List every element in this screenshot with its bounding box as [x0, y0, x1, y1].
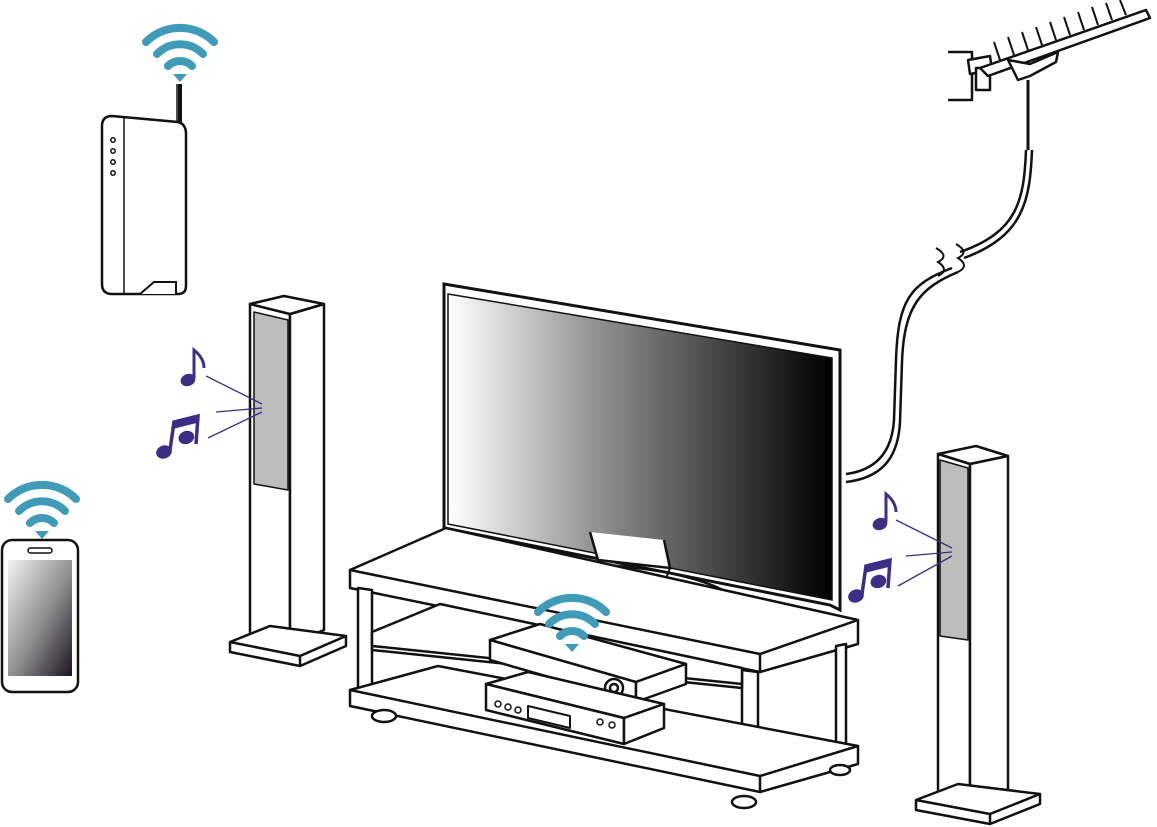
left-music-note-double-icon	[153, 414, 201, 462]
left-tower-speaker-icon	[228, 294, 348, 668]
right-tower-speaker-icon	[914, 444, 1042, 826]
right-music-note-double-icon	[845, 558, 893, 606]
antenna-cable	[845, 149, 1034, 484]
left-speaker-sound-lines	[205, 375, 263, 439]
left-music-note-single-icon	[178, 348, 206, 390]
media-player-icon	[484, 670, 666, 746]
router-wifi-signal-icon	[146, 28, 214, 82]
av-receiver-icon	[488, 598, 688, 704]
smartphone-icon	[0, 485, 78, 694]
right-music-note-single-icon	[870, 492, 898, 534]
wifi-router-icon	[100, 28, 214, 296]
smartphone-wifi-signal-icon	[8, 485, 76, 539]
right-speaker-sound-lines	[895, 519, 953, 587]
tv-antenna-icon	[948, 0, 1152, 150]
